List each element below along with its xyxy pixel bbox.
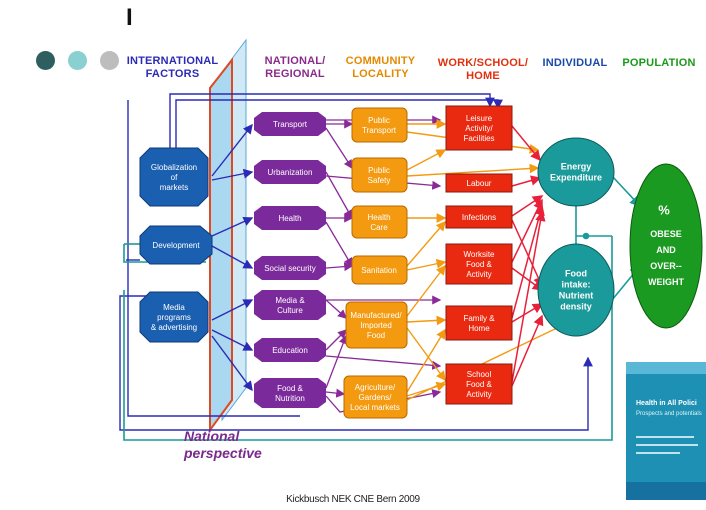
work-nodes [445, 105, 513, 405]
header-national-line2: REGIONAL [265, 68, 325, 80]
slide-title-mark: I [126, 4, 133, 31]
national-nodes [254, 112, 326, 408]
national-panel-front [209, 57, 233, 434]
connectors-international [119, 93, 593, 431]
header-national: NATIONAL/ REGIONAL [255, 55, 335, 81]
node-obese-overweight [629, 163, 703, 329]
node-school [445, 363, 513, 405]
community-node-label: Agriculture/Gardens/Local markets [350, 383, 400, 412]
node-urbanization [254, 160, 326, 184]
node-labour [445, 173, 513, 193]
header-individual: INDIVIDUAL [542, 57, 608, 69]
connectors-community [406, 119, 584, 401]
node-media-programs [139, 291, 209, 343]
work-node-label: Family &Home [463, 314, 495, 333]
national-node-label: Media &Culture [275, 296, 305, 315]
node-media-culture [254, 290, 326, 320]
header-work: WORK/SCHOOL/ HOME [428, 57, 538, 83]
header-national-line1: NATIONAL/ [264, 55, 326, 67]
connectors-work [511, 125, 546, 387]
node-social-security [254, 256, 326, 280]
national-node-label: Food &Nutrition [275, 384, 305, 403]
national-node-label: Education [272, 346, 308, 355]
book-cover-line [636, 436, 694, 438]
national-perspective-line2: perspective [184, 445, 262, 461]
node-transport [254, 112, 326, 136]
node-energy-expenditure [537, 137, 615, 207]
national-node-label: Transport [273, 120, 308, 129]
node-public-safety [351, 157, 408, 193]
header-international-line1: INTERNATIONAL [126, 55, 219, 67]
book-cover-footer-band [626, 482, 706, 500]
node-public-transport [351, 107, 408, 143]
community-nodes [343, 107, 408, 419]
node-leisure [445, 105, 513, 151]
header-work-line2: HOME [466, 70, 500, 82]
work-node-label: Labour [467, 179, 492, 188]
node-globalization [139, 147, 209, 207]
book-cover-subtitle: Prospects and potentials [636, 411, 702, 417]
node-family-home [445, 305, 513, 341]
header-international-line2: FACTORS [145, 68, 200, 80]
national-node-label: Urbanization [268, 168, 313, 177]
header-community: COMMUNITY LOCALITY [338, 55, 423, 81]
book-cover-line [636, 444, 698, 446]
node-food-nutrition [254, 378, 326, 408]
node-worksite [445, 243, 513, 285]
nav-dot-teal [68, 51, 87, 70]
individual-nodes [537, 137, 615, 337]
footer-credit: Kickbusch NEK CNE Bern 2009 [286, 494, 420, 505]
node-agriculture [343, 375, 408, 419]
national-node-label: Social security [264, 264, 316, 273]
nav-dot-dark [36, 51, 55, 70]
node-development [139, 225, 213, 265]
node-health-care [351, 205, 408, 239]
node-health [254, 206, 326, 230]
header-community-line2: LOCALITY [352, 68, 409, 80]
nav-dot-grey [100, 51, 119, 70]
header-community-line1: COMMUNITY [345, 55, 416, 67]
national-perspective-label: National perspective [184, 428, 262, 462]
node-sanitation [351, 255, 408, 285]
book-cover-thumbnail: Health in All Polici Prospects and poten… [626, 362, 706, 500]
header-population: POPULATION [622, 57, 696, 69]
header-international: INTERNATIONAL FACTORS [120, 55, 225, 81]
national-node-label: Health [278, 214, 301, 223]
book-cover-band [626, 362, 706, 374]
book-cover-title: Health in All Polici [636, 400, 697, 407]
international-nodes [139, 147, 213, 343]
community-node-label: Sanitation [361, 266, 397, 275]
header-work-line1: WORK/SCHOOL/ [437, 57, 529, 69]
node-education [254, 338, 326, 362]
book-cover-line [636, 452, 680, 454]
work-node-label: Infections [462, 213, 496, 222]
national-perspective-line1: National [184, 428, 240, 444]
node-manufactured-food [345, 301, 408, 349]
population-percent: % [658, 203, 670, 218]
node-food-intake [537, 243, 615, 337]
international-node-label: Development [152, 241, 200, 250]
node-infections [445, 205, 513, 229]
